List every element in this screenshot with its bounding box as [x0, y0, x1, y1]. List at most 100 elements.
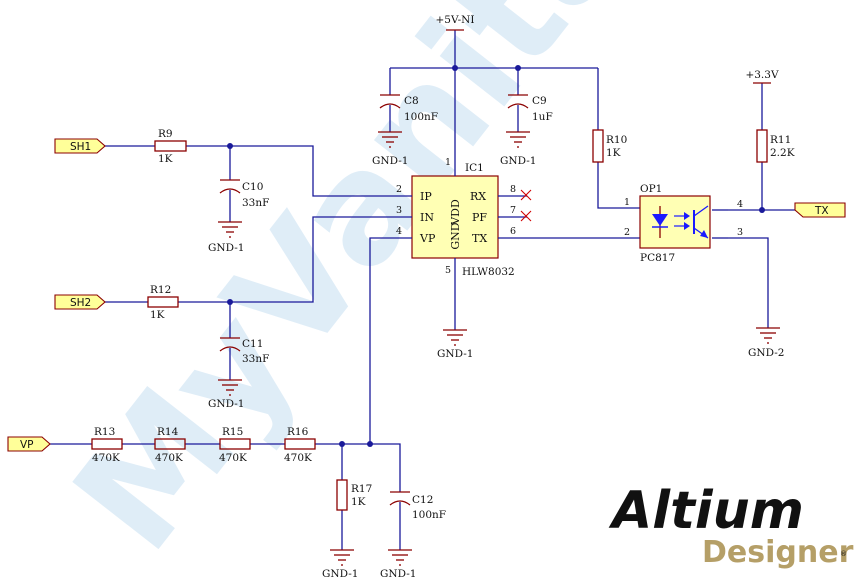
- ground-c9: GND-1: [500, 131, 536, 167]
- op1-part: PC817: [640, 252, 675, 264]
- svg-text:GND-1: GND-1: [372, 155, 408, 167]
- resistor-r12: R12 1K: [147, 284, 179, 321]
- svg-text:470K: 470K: [92, 452, 120, 464]
- svg-text:GND-1: GND-1: [208, 398, 244, 410]
- svg-text:GND-1: GND-1: [322, 568, 358, 580]
- svg-text:2.2K: 2.2K: [770, 147, 795, 159]
- ic1-hlw8032: IC1 HLW8032 2 3 4 8 7 6 1 5 IP IN VP RX …: [390, 155, 520, 278]
- svg-text:IN: IN: [420, 211, 434, 224]
- svg-text:2: 2: [396, 184, 402, 195]
- svg-text:8: 8: [510, 184, 516, 195]
- ground-c8: GND-1: [372, 131, 408, 167]
- svg-text:1: 1: [624, 197, 630, 208]
- svg-text:4: 4: [737, 199, 743, 210]
- resistor-r11: R11 2.2K: [756, 129, 795, 163]
- ground-c12: GND-1: [380, 549, 416, 580]
- svg-text:3: 3: [396, 205, 402, 216]
- svg-text:1uF: 1uF: [532, 111, 553, 123]
- logo-registered-mark: ®: [840, 550, 847, 558]
- power-3v3: +3.3V: [745, 69, 779, 84]
- op1-designator: OP1: [640, 183, 662, 195]
- svg-text:+5V-NI: +5V-NI: [436, 14, 475, 26]
- watermark-text: MyVanitar: [41, 0, 708, 582]
- svg-text:C11: C11: [242, 338, 263, 350]
- svg-text:6: 6: [510, 226, 516, 237]
- resistor-r9: R9 1K: [154, 128, 187, 165]
- svg-text:33nF: 33nF: [242, 197, 269, 209]
- logo-line1: Altium: [608, 481, 804, 541]
- port-sh1: SH1: [54, 138, 106, 154]
- svg-text:PF: PF: [472, 211, 487, 224]
- nc-markers: [520, 189, 532, 222]
- svg-text:470K: 470K: [284, 452, 312, 464]
- ic1-part: HLW8032: [462, 266, 515, 278]
- svg-text:SH1: SH1: [70, 141, 91, 153]
- svg-text:+3.3V: +3.3V: [745, 69, 778, 81]
- svg-text:VP: VP: [419, 232, 436, 245]
- svg-text:SH2: SH2: [70, 297, 91, 309]
- svg-text:33nF: 33nF: [242, 353, 269, 365]
- svg-text:4: 4: [396, 226, 402, 237]
- svg-text:2: 2: [624, 227, 630, 238]
- svg-text:R13: R13: [94, 426, 115, 438]
- resistor-r16: R16 470K: [284, 426, 316, 464]
- svg-text:7: 7: [510, 205, 516, 216]
- svg-text:GND-1: GND-1: [437, 348, 473, 360]
- svg-text:470K: 470K: [219, 452, 247, 464]
- svg-text:RX: RX: [470, 190, 486, 203]
- svg-text:VDD: VDD: [449, 199, 462, 226]
- capacitor-c12: C12 100nF: [389, 491, 446, 521]
- ground-op: GND-2: [748, 327, 784, 359]
- svg-text:R15: R15: [222, 426, 243, 438]
- resistor-r14: R14 470K: [154, 426, 186, 464]
- ground-r17: GND-1: [322, 549, 358, 580]
- svg-text:GND-1: GND-1: [380, 568, 416, 580]
- capacitor-c11: C11 33nF: [219, 337, 269, 365]
- svg-text:3: 3: [737, 227, 743, 238]
- power-5v: +5V-NI: [436, 14, 475, 31]
- svg-text:C10: C10: [242, 181, 263, 193]
- ic1-designator: IC1: [465, 162, 484, 174]
- svg-text:470K: 470K: [155, 452, 183, 464]
- svg-text:R9: R9: [158, 128, 173, 140]
- svg-text:VP: VP: [20, 439, 34, 451]
- svg-text:1: 1: [445, 157, 451, 168]
- svg-text:1K: 1K: [158, 153, 173, 165]
- resistor-r10: R10 1K: [592, 129, 627, 163]
- svg-text:100nF: 100nF: [412, 509, 446, 521]
- junction-dots: [227, 65, 765, 447]
- svg-text:R10: R10: [606, 134, 627, 146]
- logo-line2: Designer: [702, 535, 854, 570]
- resistor-r13: R13 470K: [91, 426, 123, 464]
- ground-ic: GND-1: [437, 329, 473, 360]
- port-tx: TX: [794, 202, 846, 218]
- svg-text:R17: R17: [351, 483, 372, 495]
- altium-designer-logo: Altium Designer ®: [608, 481, 854, 570]
- svg-text:R16: R16: [287, 426, 309, 438]
- svg-text:TX: TX: [814, 205, 829, 217]
- capacitor-c10: C10 33nF: [219, 179, 269, 209]
- svg-text:100nF: 100nF: [404, 111, 438, 123]
- port-sh2: SH2: [54, 294, 106, 310]
- svg-text:TX: TX: [472, 232, 487, 245]
- svg-text:1K: 1K: [150, 309, 165, 321]
- svg-text:1K: 1K: [351, 496, 366, 508]
- ground-c11: GND-1: [208, 379, 244, 410]
- svg-text:C9: C9: [532, 95, 547, 107]
- svg-text:C8: C8: [404, 95, 419, 107]
- svg-text:5: 5: [445, 265, 451, 276]
- capacitor-c9: C9 1uF: [507, 94, 553, 123]
- svg-text:R12: R12: [150, 284, 171, 296]
- svg-text:1K: 1K: [606, 147, 621, 159]
- port-vp: VP: [7, 436, 51, 452]
- svg-text:C12: C12: [412, 494, 433, 506]
- svg-text:R14: R14: [157, 426, 179, 438]
- resistor-r15: R15 470K: [219, 426, 251, 464]
- ground-c10: GND-1: [208, 221, 244, 254]
- capacitor-c8: C8 100nF: [379, 94, 438, 123]
- op1-pc817: OP1 PC817 1 2 4 3: [615, 183, 743, 264]
- svg-text:GND: GND: [449, 222, 462, 249]
- wires: [50, 30, 795, 550]
- svg-text:IP: IP: [420, 190, 432, 203]
- svg-text:GND-1: GND-1: [208, 242, 244, 254]
